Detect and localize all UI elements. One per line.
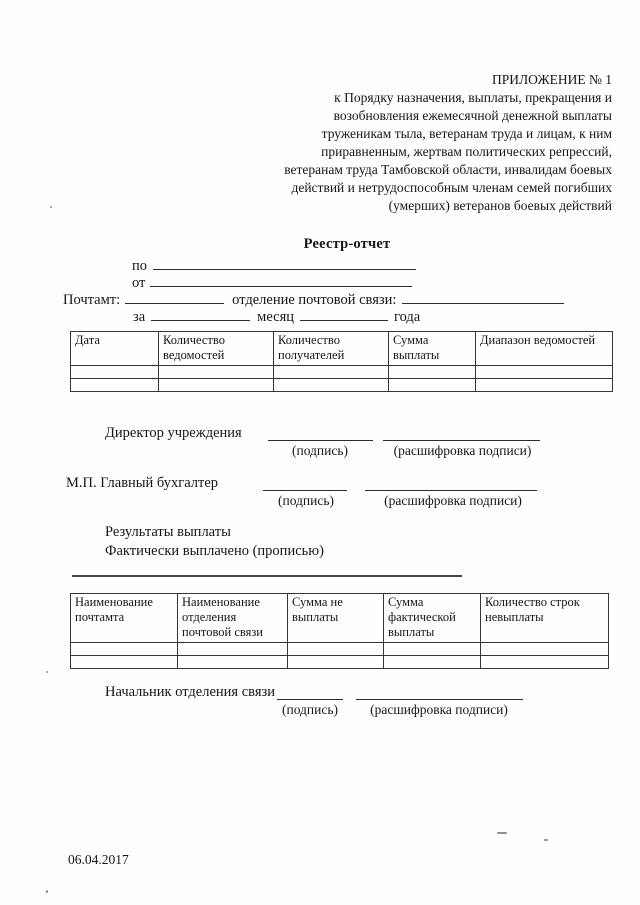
field-label-za: за [133,309,146,325]
scan-speck [497,832,507,834]
column-header-branch-name: Наименование отделения почтовой связи [177,593,288,643]
column-header-sheets-range: Диапазон ведомостей [475,331,613,366]
table-row [70,378,613,392]
appendix-line: (умерших) ветеранов боевых действий [388,198,612,213]
table-row [70,365,613,379]
column-header-sheets-count: Количество ведомостей [158,331,274,366]
table-cell [383,655,481,669]
results-paid-label: Фактически выплачено (прописью) [105,542,324,559]
table-cell [388,378,476,392]
appendix-line: действий и нетрудоспособным членам семей… [291,180,612,195]
field-label-ops: отделение почтовой связи: [232,292,397,308]
field-line-ops [402,291,565,304]
director-signature-line [268,440,373,441]
scan-speck [50,206,52,208]
signature-caption: (подпись) [281,702,339,717]
table-cell [70,642,178,656]
director-name-line [383,440,540,441]
appendix-line: приравненным, жертвам политических репре… [321,144,612,159]
appendix-header: ПРИЛОЖЕНИЕ № 1 к Порядку назначения, вып… [172,71,612,215]
transcript-caption: (расшифровка подписи) [393,443,532,458]
results-table-header-row: Наименование почтамта Наименование отдел… [70,593,609,643]
table-cell [70,655,178,669]
field-line-ot [150,274,413,287]
field-label-pochtamt: Почтамт: [63,292,121,308]
table-cell [388,365,476,379]
field-label-year: года [394,309,421,325]
chief-signature-line [277,699,343,700]
field-row-ot: от [132,274,413,292]
field-line-po [153,257,417,270]
field-row-pochtamt: Почтамт: отделение почтовой связи: [63,291,565,309]
field-label-month: месяц [257,309,295,325]
appendix-line: возобновления ежемесячной денежной выпла… [333,108,612,123]
footer-date: 06.04.2017 [68,852,129,867]
appendix-line: к Порядку назначения, выплаты, прекращен… [334,90,612,105]
table-cell [287,642,384,656]
column-header-post-office-name: Наименование почтамта [70,593,178,643]
table-cell [177,642,288,656]
column-header-unpaid-sum: Сумма не выплаты [287,593,384,643]
chief-label: Начальник отделения связи [105,684,275,700]
amount-in-words-line [72,575,462,577]
column-header-unpaid-rows-count: Количество строк невыплаты [480,593,609,643]
table-cell [475,365,613,379]
register-table-header-row: Дата Количество ведомостей Количество по… [70,331,613,366]
accountant-name-line [365,490,537,491]
accountant-label: М.П. Главный бухгалтер [66,475,219,491]
appendix-line: труженикам тыла, ветеранам труда и лицам… [321,126,612,141]
director-label: Директор учреждения [105,425,242,441]
table-cell [273,378,389,392]
report-title: Реестр-отчет [303,236,391,252]
appendix-title: ПРИЛОЖЕНИЕ № 1 [491,72,612,87]
field-row-period: за месяц года [133,308,420,326]
table-cell [70,378,159,392]
field-label-po: по [132,258,148,274]
column-header-payment-sum: Сумма выплаты [388,331,476,366]
field-line-month [300,308,389,321]
signature-caption: (подпись) [277,493,335,508]
results-table: Наименование почтамта Наименование отдел… [70,593,609,669]
accountant-signature-line [263,490,347,491]
table-cell [70,365,159,379]
table-row [70,655,609,669]
field-line-pochtamt [125,291,225,304]
chief-name-line [356,699,523,700]
table-cell [383,642,481,656]
field-line-za [151,308,251,321]
transcript-caption: (расшифровка подписи) [384,493,522,508]
scan-speck [46,671,48,673]
signature-caption: (подпись) [291,443,349,458]
register-table: Дата Количество ведомостей Количество по… [70,331,613,392]
column-header-date: Дата [70,331,159,366]
table-cell [475,378,613,392]
results-title: Результаты выплаты [105,524,231,540]
results-block: Результаты выплаты Фактически выплачено … [105,523,324,560]
field-row-po: по [132,257,417,275]
table-cell [177,655,288,669]
table-cell [480,655,609,669]
scan-speck [46,890,48,893]
table-cell [480,642,609,656]
transcript-caption: (расшифровка подписи) [370,702,508,717]
table-row [70,642,609,656]
scan-speck [544,839,548,841]
table-cell [287,655,384,669]
table-cell [158,365,274,379]
appendix-line: ветеранам труда Тамбовской области, инва… [284,162,612,177]
column-header-actual-paid-sum: Сумма фактической выплаты [383,593,481,643]
field-label-ot: от [132,275,146,291]
table-cell [158,378,274,392]
column-header-recipients-count: Количество получателей [273,331,389,366]
table-cell [273,365,389,379]
